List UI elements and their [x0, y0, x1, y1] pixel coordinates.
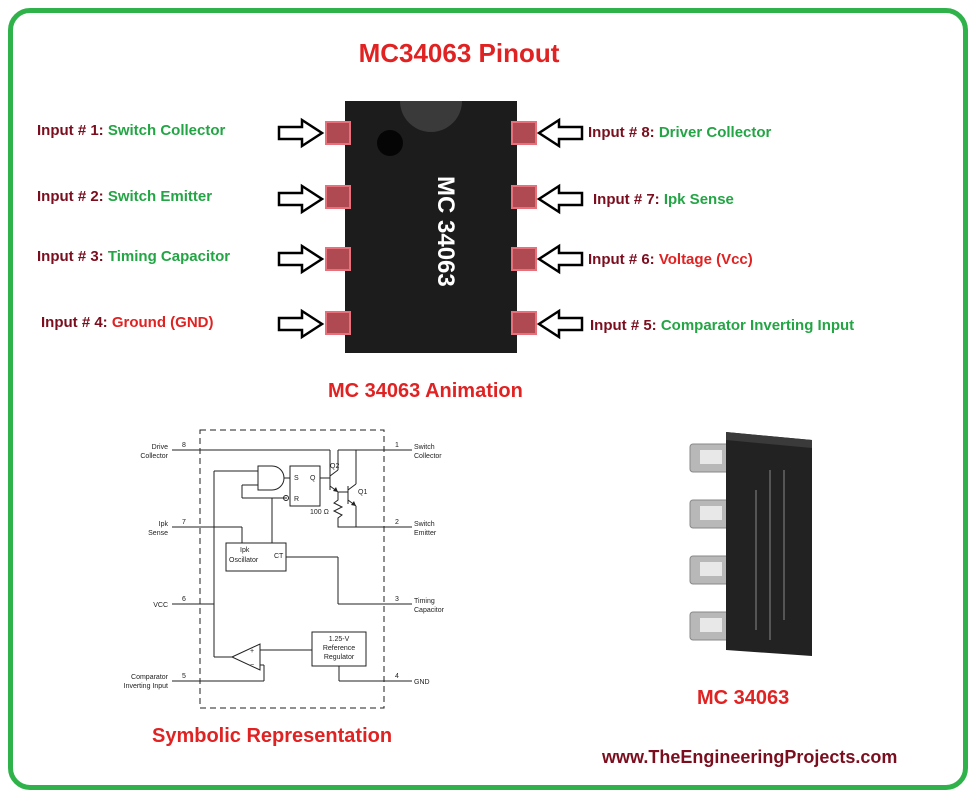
left-pins: [325, 121, 351, 335]
pin-num-4: 4: [395, 673, 399, 680]
comp-plus: +: [250, 648, 254, 655]
label-inverting-input: Inverting Input: [124, 683, 168, 690]
osc-label: Oscillator: [229, 557, 259, 564]
animation-caption: MC 34063 Animation: [328, 380, 523, 402]
ic-photo-marking: [755, 470, 785, 640]
website-watermark: www.TheEngineeringProjects.com: [602, 747, 898, 767]
label-vcc: VCC: [153, 602, 168, 609]
pin-label-3: Input # 3: Timing Capacitor: [37, 248, 231, 265]
pin-num-1: 1: [395, 442, 399, 449]
latch-q: Q: [310, 475, 316, 482]
label-capacitor: Capacitor: [414, 607, 445, 614]
label-switch-collector: Collector: [414, 453, 442, 460]
label-ipk: Ipk: [159, 521, 169, 528]
latch-s: S: [294, 475, 299, 482]
label-sense: Sense: [148, 530, 168, 537]
label-gnd: GND: [414, 679, 430, 686]
label-switch-emitter: Emitter: [414, 530, 437, 537]
latch-r: R: [294, 496, 299, 503]
label-timing: Timing: [414, 598, 435, 605]
ref-voltage: 1.25-V: [329, 636, 350, 643]
comp-minus: −: [250, 662, 254, 669]
osc-ct: CT: [274, 553, 284, 560]
chip-marking: MC 34063: [432, 176, 459, 287]
chip-body: [345, 101, 517, 353]
pin-num-3: 3: [395, 596, 399, 603]
pin-label-6: Input # 6: Voltage (Vcc): [588, 251, 753, 268]
resistor-label: 100 Ω: [310, 509, 329, 516]
package-outline: [199, 429, 385, 709]
left-arrows: [277, 117, 325, 340]
sr-latch: [289, 465, 321, 507]
pin-label-8: Input # 8: Driver Collector: [588, 124, 772, 141]
right-arrows: [536, 117, 584, 340]
pin-num-7: 7: [182, 519, 186, 526]
comparator: [230, 643, 261, 671]
pin-label-7: Input # 7: Ipk Sense: [593, 191, 734, 208]
ref-regulator: Regulator: [324, 654, 355, 661]
pin-num-6: 6: [182, 596, 186, 603]
pin-label-2: Input # 2: Switch Emitter: [37, 188, 213, 205]
photo-caption: MC 34063: [697, 687, 790, 709]
schematic-caption: Symbolic Representation: [152, 725, 393, 747]
ic-photo-legs: [689, 443, 733, 641]
right-pins: [511, 121, 537, 335]
pin-num-8: 8: [182, 442, 186, 449]
label-drive-collector: Collector: [140, 453, 168, 460]
chip-notch: [400, 101, 462, 132]
q2-label: Q2: [330, 463, 339, 470]
label-comparator: Comparator: [131, 674, 169, 681]
osc-ipk: Ipk: [240, 547, 250, 554]
page-title: MC34063 Pinout: [358, 38, 560, 68]
label-switch-2: Switch: [414, 521, 435, 528]
and-gate: [257, 465, 285, 491]
green-border-frame: [8, 8, 968, 790]
ref-reference: Reference: [323, 645, 355, 652]
pin-label-5: Input # 5: Comparator Inverting Input: [590, 317, 855, 334]
pin-label-1: Input # 1: Switch Collector: [37, 122, 226, 139]
label-switch-1: Switch: [414, 444, 435, 451]
q1-label: Q1: [358, 489, 367, 496]
label-drive: Drive: [152, 444, 168, 451]
pin-num-2: 2: [395, 519, 399, 526]
pin1-dot: [377, 130, 403, 156]
pin-num-5: 5: [182, 673, 186, 680]
pin-label-4: Input # 4: Ground (GND): [41, 314, 214, 331]
